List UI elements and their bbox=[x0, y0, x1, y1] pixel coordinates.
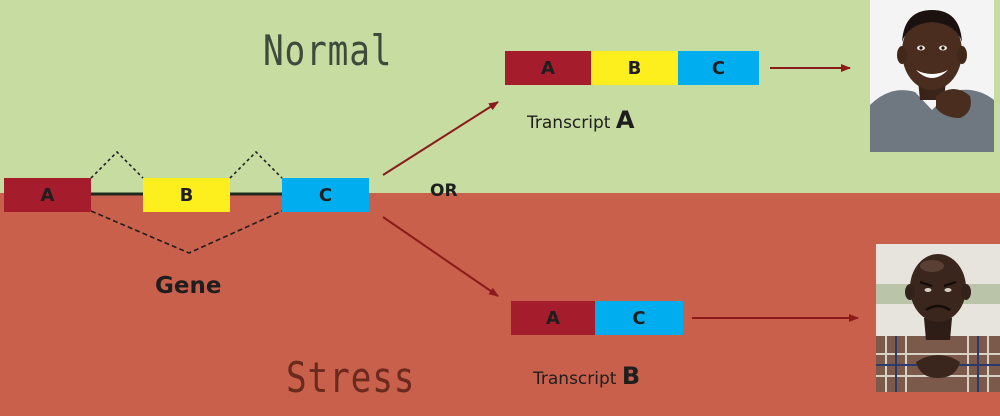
frowning-man-photo bbox=[876, 244, 1000, 392]
arrow-to-transcript-a bbox=[382, 101, 499, 176]
transcript-a-exon-a: A bbox=[505, 51, 591, 85]
transcript-b-exon-a: A bbox=[511, 301, 595, 335]
gene-exon-c: C bbox=[282, 178, 369, 212]
transcript-b-label: Transcript B bbox=[533, 362, 640, 390]
splice-junction-ac bbox=[90, 210, 283, 254]
transcript-a-exon-b: B bbox=[591, 51, 678, 85]
stress-title: Stress bbox=[286, 353, 416, 402]
stress-region bbox=[0, 193, 1000, 416]
transcript-b-label-prefix: Transcript bbox=[533, 369, 617, 389]
splice-junction-bc bbox=[229, 150, 283, 179]
gene-exon-a: A bbox=[4, 178, 91, 212]
gene-label: Gene bbox=[155, 273, 222, 299]
gene-exon-b: B bbox=[143, 178, 230, 212]
normal-region bbox=[0, 0, 1000, 193]
or-label: OR bbox=[430, 181, 458, 201]
transcript-b-label-letter: B bbox=[621, 362, 641, 390]
transcript-a-exon-c: C bbox=[678, 51, 759, 85]
transcript-a-label-letter: A bbox=[615, 106, 635, 134]
splice-junction-ab bbox=[90, 150, 144, 179]
transcript-b-exon-c: C bbox=[595, 301, 683, 335]
transcript-a-label: Transcript A bbox=[527, 106, 634, 134]
arrow-to-transcript-b bbox=[382, 216, 499, 297]
transcript-a-label-prefix: Transcript bbox=[527, 113, 611, 133]
normal-title: Normal bbox=[263, 26, 393, 75]
smiling-man-photo bbox=[870, 0, 994, 152]
